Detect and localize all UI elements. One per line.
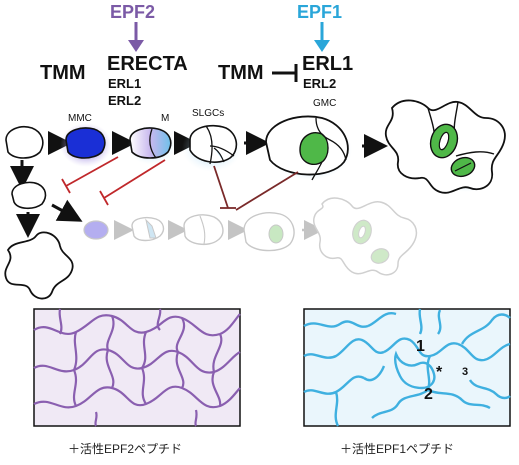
inhibit-bar-2: [99, 190, 109, 206]
epf1-photo-caption: ＋活性EPF1ペプチド: [340, 442, 455, 456]
grey-guard-cell-2: [370, 248, 390, 264]
epf2-micrograph: [33, 308, 241, 427]
mmc-cell: [65, 127, 106, 159]
epf1-label: EPF1: [297, 2, 343, 22]
cell-label-3: 3: [462, 366, 469, 378]
protodermal-cell: [5, 125, 44, 159]
epf2-arrow-head: [128, 40, 144, 52]
tmm-left-label: TMM: [40, 62, 86, 84]
erl2-right-label: ERL2: [303, 76, 337, 91]
erl2-left-label: ERL2: [108, 93, 142, 108]
grey-mmc: [83, 220, 109, 240]
pavement-cell: [4, 231, 74, 300]
gmc-wall-1: [315, 117, 347, 161]
m-label: M: [161, 113, 170, 124]
erl1-left-label: ERL1: [108, 76, 142, 91]
inhibit-bar-1: [61, 178, 71, 194]
inhibit-slgc: [213, 165, 229, 209]
stomatal-pore-1: [438, 131, 450, 151]
epf1-arrow-head: [314, 40, 330, 52]
tmm-right-label: TMM: [218, 62, 264, 84]
cell-label-2: 2: [424, 386, 433, 403]
erecta-label: ERECTA: [107, 53, 188, 75]
epf1-micrograph: [303, 308, 511, 427]
inhibit-gmc: [235, 171, 299, 211]
gmc-green: [299, 132, 329, 166]
slgc-meristemoid: [213, 147, 225, 163]
slgc-cell: [189, 124, 238, 163]
erl1-right-label: ERL1: [302, 53, 354, 75]
grey-meristemoid-fill: [145, 218, 157, 239]
inhibit-mmc-to-precursor: [65, 156, 119, 187]
slgc-wall-2: [209, 145, 235, 157]
epf2-photo-caption: ＋活性EPF2ペプチド: [68, 442, 183, 456]
gmc-label: GMC: [313, 98, 337, 109]
mmc-label: MMC: [68, 113, 92, 124]
meristemoid-division-line: [149, 128, 157, 159]
gmc-wall-2: [311, 161, 323, 181]
grey-pore-1: [358, 225, 366, 239]
epf2-label: EPF2: [110, 2, 156, 22]
slgc-wall-1: [205, 125, 213, 165]
inhibit-m-to-grey: [103, 159, 166, 199]
cell-label-1: 1: [416, 338, 425, 355]
grey-gmc-green: [268, 224, 284, 244]
grey-slgc-wall: [199, 215, 206, 245]
cell-label-star: *: [436, 364, 443, 381]
slgcs-label: SLGCs: [192, 108, 225, 119]
pavement-precursor: [11, 181, 47, 210]
cluster-wall-3: [455, 151, 495, 157]
arrow-to-grey-row: [51, 199, 83, 222]
stomatal-pore-2: [454, 162, 472, 172]
